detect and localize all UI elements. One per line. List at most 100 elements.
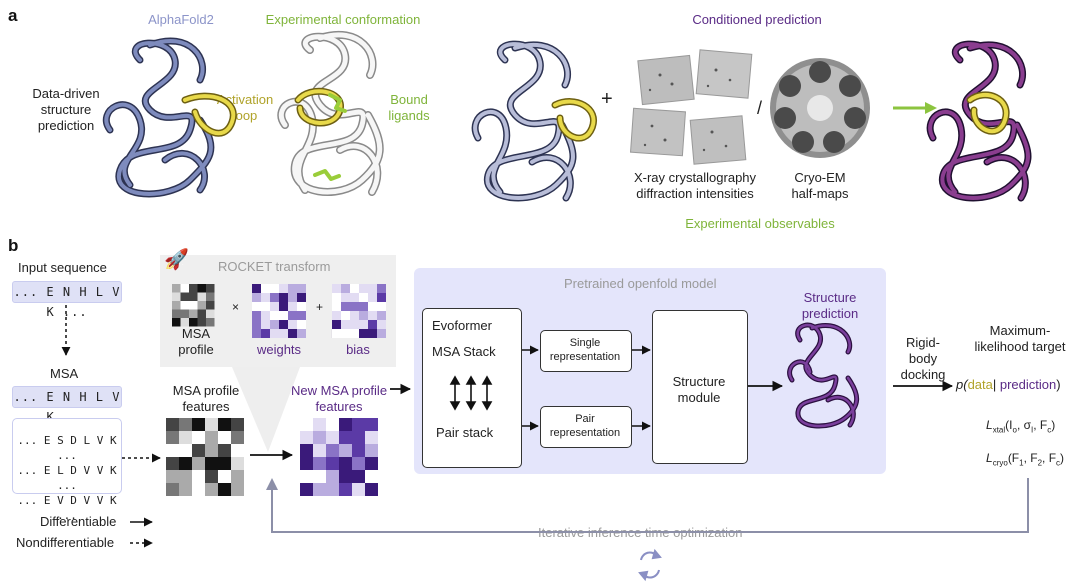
structure-module-label: Structure module <box>672 374 726 405</box>
heatmap-cell <box>172 318 181 327</box>
heatmap-cell <box>377 329 386 338</box>
cryo-em-label: Cryo-EM half-maps <box>791 170 849 201</box>
heatmap-cell <box>288 293 297 302</box>
feedback-arrowhead <box>266 478 278 490</box>
heatmap-cell <box>365 444 378 457</box>
heatmap-cell <box>189 318 198 327</box>
nondifferentiable-label: Nondifferentiable <box>16 535 115 550</box>
heatmap-cell <box>179 444 192 457</box>
heatmap-cell <box>359 329 368 338</box>
l-xtal-args-mid: , σ <box>1016 418 1032 432</box>
structure-prediction-label: Structure prediction <box>801 290 859 321</box>
rocket-weights-heatmap <box>252 284 306 338</box>
heatmap-cell <box>206 309 215 318</box>
pair-stack-label: Pair stack <box>436 425 494 440</box>
pretrained-openfold-label: Pretrained openfold model <box>564 276 717 291</box>
heatmap-cell <box>205 444 218 457</box>
heatmap-cell <box>341 302 350 311</box>
msa-label: MSA <box>50 366 79 381</box>
structure-prediction-structure <box>787 322 860 429</box>
likelihood-p: p( <box>956 377 968 392</box>
heatmap-cell <box>332 284 341 293</box>
msa-alignment-rows: ... E S D L V K ... ... E L D V V K ... … <box>13 433 121 523</box>
heatmap-cell <box>377 293 386 302</box>
heatmap-cell <box>261 329 270 338</box>
heatmap-cell <box>261 284 270 293</box>
heatmap-cell <box>332 293 341 302</box>
heatmap-cell <box>252 284 261 293</box>
heatmap-cell <box>270 320 279 329</box>
heatmap-cell <box>180 301 189 310</box>
likelihood-prediction: prediction <box>999 377 1057 392</box>
heatmap-cell <box>279 284 288 293</box>
heatmap-cell <box>270 284 279 293</box>
rocket-funnel <box>232 367 300 452</box>
heatmap-cell <box>377 320 386 329</box>
heatmap-cell <box>326 470 339 483</box>
heatmap-cell <box>300 418 313 431</box>
heatmap-cell <box>339 483 352 496</box>
heatmap-cell <box>192 418 205 431</box>
heatmap-cell <box>339 444 352 457</box>
heatmap-cell <box>300 444 313 457</box>
heatmap-cell <box>192 444 205 457</box>
cryo-em-map <box>770 58 870 158</box>
rocket-bias-heatmap <box>332 284 386 338</box>
heatmap-cell <box>365 483 378 496</box>
heatmap-cell <box>300 483 313 496</box>
likelihood-expression: p(data| prediction) <box>956 377 1061 392</box>
heatmap-cell <box>179 457 192 470</box>
heatmap-cell <box>359 311 368 320</box>
heatmap-cell <box>368 329 377 338</box>
refresh-icon <box>638 548 662 582</box>
experimental-structure <box>277 30 384 196</box>
heatmap-cell <box>192 431 205 444</box>
heatmap-cell <box>252 311 261 320</box>
heatmap-cell <box>231 431 244 444</box>
likelihood-close: ) <box>1056 377 1061 392</box>
heatmap-cell <box>218 457 231 470</box>
alphafold-title: AlphaFold2 <box>148 12 214 27</box>
heatmap-cell <box>297 302 306 311</box>
heatmap-cell <box>313 470 326 483</box>
heatmap-cell <box>206 292 215 301</box>
heatmap-cell <box>189 292 198 301</box>
heatmap-cell <box>205 483 218 496</box>
heatmap-cell <box>341 284 350 293</box>
heatmap-cell <box>270 302 279 311</box>
plus-symbol-a: + <box>601 88 613 110</box>
bound-ligands-label: Bound ligands <box>388 92 430 123</box>
rigid-body-docking-label: Rigid-body docking <box>900 335 946 382</box>
heatmap-cell <box>206 284 215 293</box>
heatmap-cell <box>270 329 279 338</box>
evoformer-label: Evoformer <box>432 318 492 333</box>
heatmap-cell <box>365 418 378 431</box>
panel-b-letter: b <box>8 236 19 255</box>
experimental-observables-label: Experimental observables <box>685 216 835 231</box>
heatmap-cell <box>231 470 244 483</box>
heatmap-cell <box>279 320 288 329</box>
heatmap-cell <box>352 418 365 431</box>
input-structure <box>471 40 597 202</box>
heatmap-cell <box>341 311 350 320</box>
heatmap-cell <box>279 329 288 338</box>
single-representation-box <box>540 330 632 372</box>
heatmap-cell <box>350 293 359 302</box>
heatmap-cell <box>172 292 181 301</box>
heatmap-cell <box>313 457 326 470</box>
heatmap-cell <box>218 444 231 457</box>
heatmap-cell <box>313 444 326 457</box>
heatmap-cell <box>350 302 359 311</box>
structure-module-box <box>652 310 748 464</box>
heatmap-cell <box>197 292 206 301</box>
times-symbol: × <box>232 300 240 314</box>
heatmap-cell <box>179 431 192 444</box>
heatmap-cell <box>179 418 192 431</box>
heatmap-cell <box>218 418 231 431</box>
heatmap-cell <box>189 284 198 293</box>
heatmap-cell <box>218 483 231 496</box>
heatmap-cell <box>368 284 377 293</box>
diffraction-images <box>629 49 753 165</box>
heatmap-cell <box>166 457 179 470</box>
heatmap-cell <box>313 483 326 496</box>
